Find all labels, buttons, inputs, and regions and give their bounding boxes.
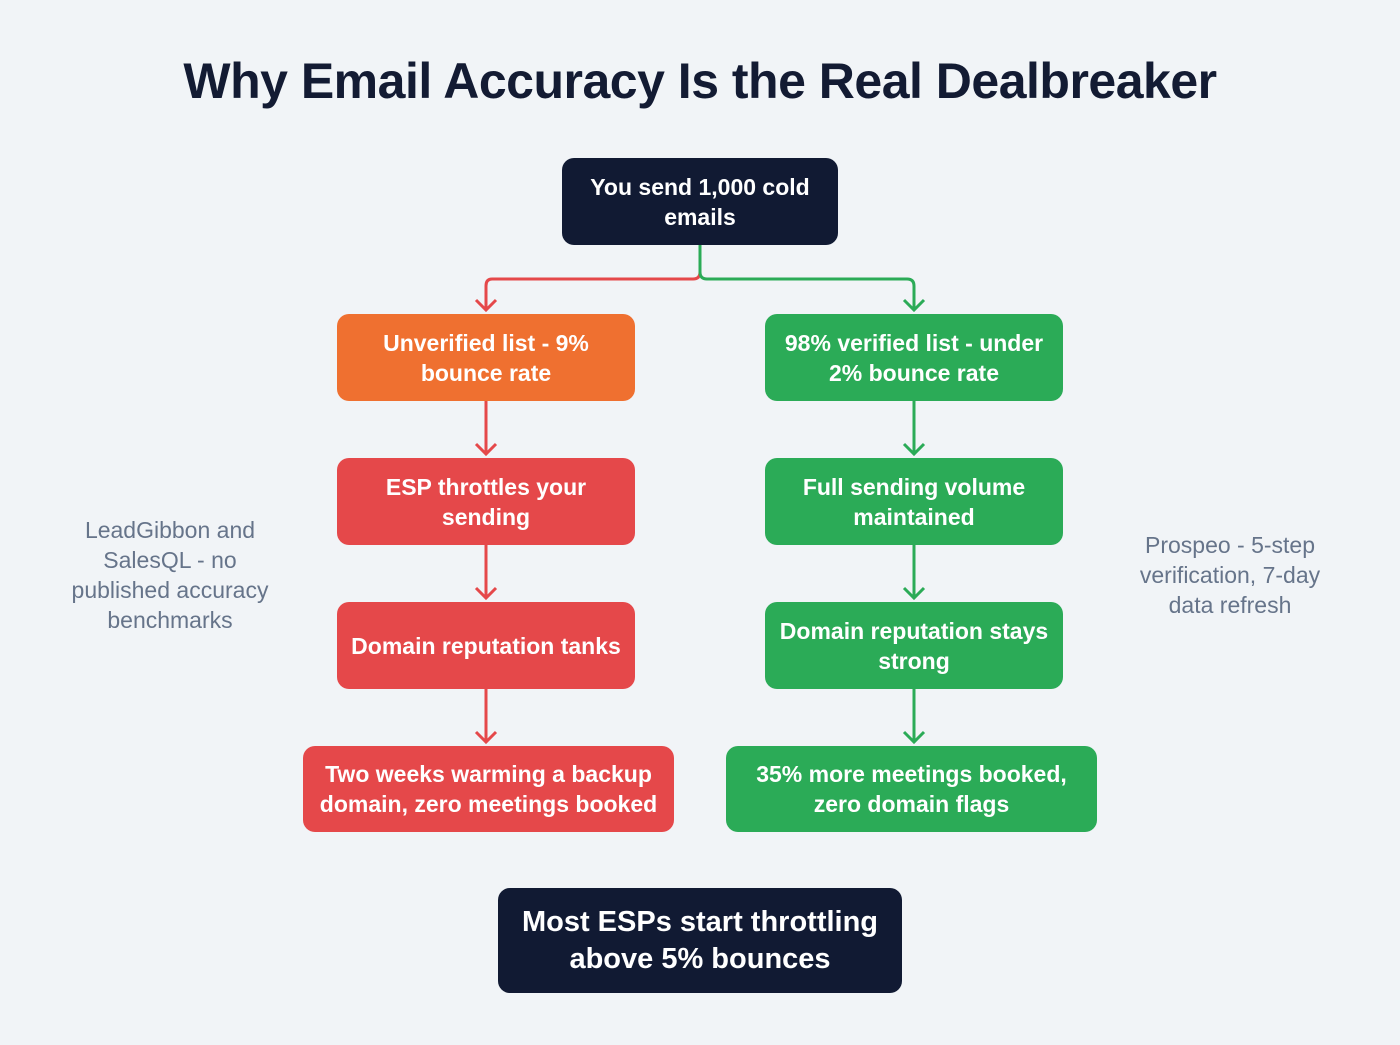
arrow-head-icon (474, 730, 498, 745)
arrow-head-icon (474, 298, 498, 313)
arrow-head-icon (902, 730, 926, 745)
footer-callout: Most ESPs start throttling above 5% boun… (498, 888, 902, 993)
bad-step-reputation-tanks: Domain reputation tanks (337, 602, 635, 689)
good-step-full-volume: Full sending volume maintained (765, 458, 1063, 545)
bad-step-outcome: Two weeks warming a backup domain, zero … (303, 746, 674, 832)
arrow-head-icon (902, 298, 926, 313)
good-step-reputation-strong: Domain reputation stays strong (765, 602, 1063, 689)
good-step-outcome: 35% more meetings booked, zero domain fl… (726, 746, 1097, 832)
arrow-head-icon (902, 586, 926, 601)
connector-start-to-bad (484, 245, 702, 308)
bad-step-unverified-list: Unverified list - 9% bounce rate (337, 314, 635, 401)
good-step-verified-list: 98% verified list - under 2% bounce rate (765, 314, 1063, 401)
bad-path-note: LeadGibbon and SalesQL - no published ac… (71, 517, 269, 633)
start-node: You send 1,000 cold emails (562, 158, 838, 245)
arrow-head-icon (474, 586, 498, 601)
good-path-note: Prospeo - 5-step verification, 7-day dat… (1139, 532, 1321, 618)
bad-step-esp-throttles: ESP throttles your sending (337, 458, 635, 545)
connector-start-to-good (698, 245, 916, 308)
arrow-head-icon (474, 442, 498, 457)
page-title: Why Email Accuracy Is the Real Dealbreak… (183, 53, 1217, 109)
arrow-head-icon (902, 442, 926, 457)
